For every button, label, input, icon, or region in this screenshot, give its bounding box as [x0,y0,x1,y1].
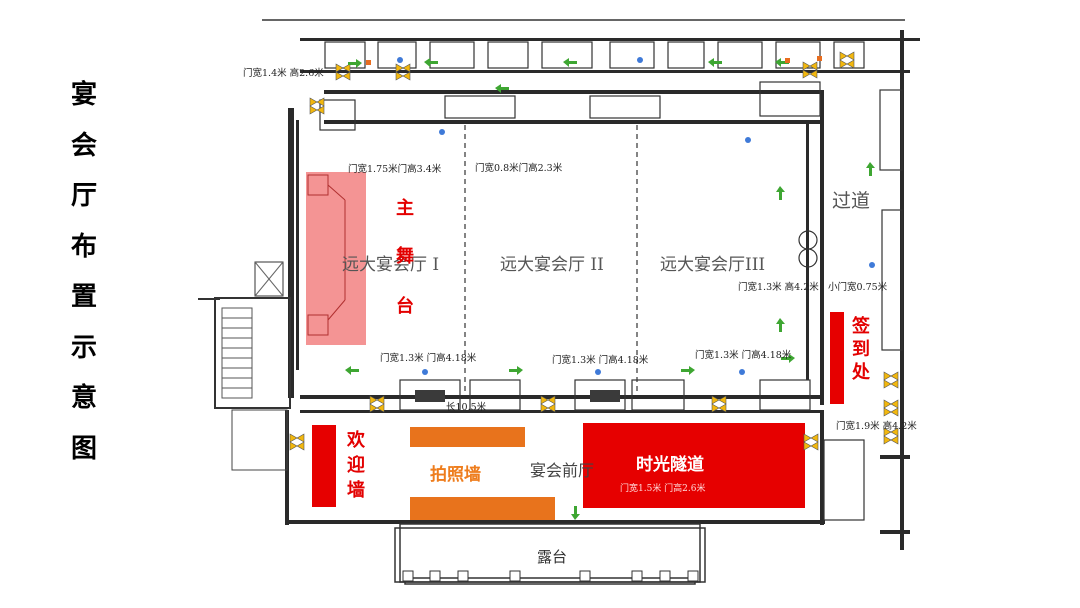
door-note: 门宽1.3米 高4.2米 [738,281,819,293]
door-note: 门宽1.3米 门高4.18米 [552,354,649,366]
door-note: 门宽0.8米门高2.3米 [475,162,563,174]
door-note: 门宽1.3米 门高4.18米 [380,352,477,364]
door-note: 门宽1.3米 门高4.18米 [695,349,792,361]
welcome-wall-label-char: 墙 [347,479,365,501]
stage-zone [306,172,366,345]
vertical-title: 宴 会 厅 布 置 示 意 图 [62,70,106,474]
time-tunnel-label: 时光隧道 [636,454,704,475]
door-note: 门宽1.5米 门高2.6米 [620,482,706,494]
signin-label-char: 到 [852,339,870,360]
hall-2-label: 远大宴会厅 II [500,255,604,275]
markers [366,56,875,375]
left-annex [198,261,291,471]
corridor-label: 过道 [832,190,870,212]
signin-zone [830,312,844,404]
top-service-rooms [319,41,903,351]
stage-label-char: 舞 [396,245,414,267]
title-char: 布 [70,231,97,262]
photo-wall-label: 拍照墙 [430,464,481,485]
title-char: 意 [70,383,97,413]
door-note: 门宽1.4米 高2.6米 [243,67,324,79]
hall-1-label: 远大宴会厅 I [342,255,439,275]
welcome-wall-zone [312,425,336,507]
title-char: 置 [70,282,97,312]
corridor-stairs [415,390,620,402]
door-note: 长10.5米 [446,401,487,413]
corridor-blocks [399,379,811,411]
foyer-label: 宴会前厅 [530,461,594,480]
welcome-wall-label-char: 迎 [347,454,365,476]
door-note: 门宽1.75米门高3.4米 [348,163,442,175]
title-char: 厅 [70,181,97,211]
title-char: 图 [70,433,97,464]
time-tunnel-zone [583,423,805,508]
welcome-wall-label-char: 欢 [346,430,366,451]
arrows [345,58,875,520]
signin-label-char: 处 [851,361,871,383]
title-char: 宴 [70,80,97,110]
doors [289,51,899,451]
right-side-elements [798,230,865,521]
photo-wall-bar-bottom [410,497,555,520]
photo-wall-bar-top [410,427,525,447]
stage-label-char: 主 [396,197,414,219]
stage-label-char: 台 [396,295,414,317]
title-char: 示 [70,332,97,363]
stage-steps [307,174,346,336]
hall-3-label: 远大宴会厅III [660,255,765,275]
terrace-posts [402,570,699,582]
signin-label-char: 签 [851,315,871,337]
door-note: 门宽1.9米 高4.2米 [836,420,917,432]
terrace-label: 露台 [537,548,567,566]
door-note: 小门宽0.75米 [828,281,888,293]
title-char: 会 [70,130,97,161]
